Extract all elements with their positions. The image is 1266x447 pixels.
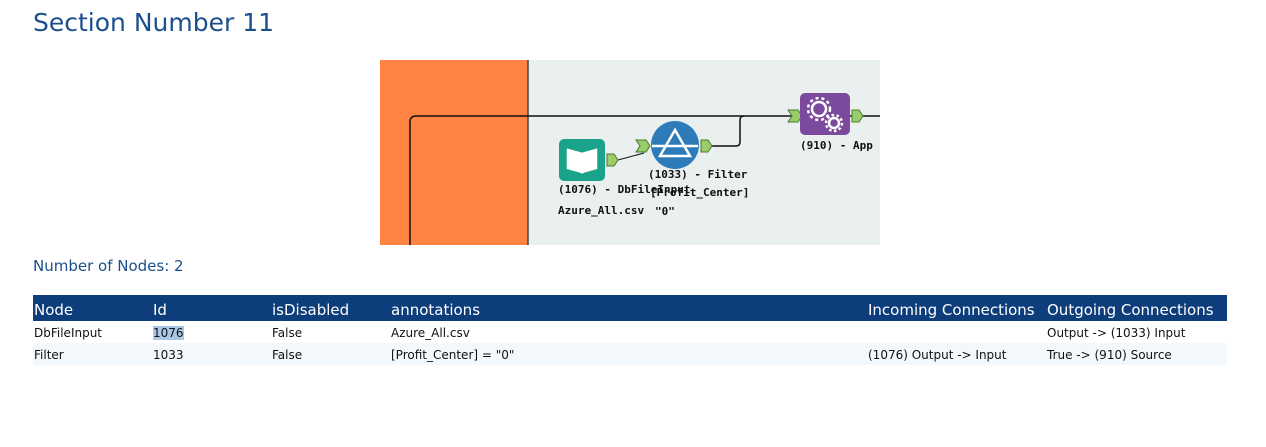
cell-incoming: (1076) Output -> Input bbox=[867, 343, 1046, 365]
app-tool-output-anchor[interactable] bbox=[851, 109, 864, 123]
cell-node: Filter bbox=[33, 343, 152, 365]
connection-line bbox=[708, 115, 745, 147]
connection-line bbox=[409, 115, 794, 245]
node-annotation: [Profit_Center] bbox=[650, 186, 749, 199]
node-label: (910) - App bbox=[800, 139, 873, 152]
cell-node: DbFileInput bbox=[34, 325, 103, 340]
cell-id[interactable]: 1076 bbox=[152, 321, 271, 343]
cell-isdisabled: False bbox=[272, 325, 303, 340]
node-annotation: "0" bbox=[655, 205, 675, 218]
workflow-canvas: (1076) - DbFileInput Azure_All.csv (1033… bbox=[380, 60, 880, 245]
table-row: DbFileInput 1076 False Azure_All.csv Out… bbox=[33, 321, 1227, 343]
cell-annotations: [Profit_Center] = "0" bbox=[390, 343, 867, 365]
filter-tool-input-anchor[interactable] bbox=[635, 139, 651, 153]
tool-container bbox=[380, 60, 528, 245]
connection-line bbox=[617, 152, 645, 161]
workflow-diagram: (1076) - DbFileInput Azure_All.csv (1033… bbox=[380, 60, 880, 245]
section-title: Section Number 11 bbox=[33, 8, 275, 37]
cell-id: 1033 bbox=[152, 343, 271, 365]
book-icon bbox=[566, 148, 598, 174]
node-label: (1076) - DbFileInput bbox=[558, 183, 690, 196]
table-header-row: Node Id isDisabled annotations Incoming … bbox=[33, 295, 1227, 321]
cell-annotations: Azure_All.csv bbox=[391, 325, 470, 340]
column-header-node: Node bbox=[33, 295, 152, 321]
filter-tool-true-anchor[interactable] bbox=[700, 139, 713, 153]
app-tool-input-anchor[interactable] bbox=[787, 109, 803, 123]
cell-outgoing: Output -> (1033) Input bbox=[1047, 325, 1186, 340]
cell-incoming bbox=[867, 321, 1046, 343]
nodes-table: Node Id isDisabled annotations Incoming … bbox=[33, 295, 1227, 365]
node-label: (1033) - Filter bbox=[648, 168, 748, 181]
cell-isdisabled: False bbox=[271, 343, 390, 365]
column-header-outgoing: Outgoing Connections bbox=[1046, 295, 1227, 321]
filter-triangle-icon bbox=[652, 127, 698, 158]
table-row: Filter 1033 False [Profit_Center] = "0" … bbox=[33, 343, 1227, 365]
node-count: Number of Nodes: 2 bbox=[33, 257, 184, 275]
cell-id-selected-text[interactable]: 1076 bbox=[153, 325, 184, 340]
gears-icon bbox=[806, 96, 844, 133]
column-header-id: Id bbox=[152, 295, 271, 321]
column-header-isdisabled: isDisabled bbox=[271, 295, 390, 321]
node-annotation: Azure_All.csv bbox=[558, 204, 644, 217]
column-header-annotations: annotations bbox=[390, 295, 867, 321]
input-tool-output-anchor[interactable] bbox=[606, 153, 619, 167]
cell-outgoing: True -> (910) Source bbox=[1046, 343, 1227, 365]
column-header-incoming: Incoming Connections bbox=[867, 295, 1046, 321]
